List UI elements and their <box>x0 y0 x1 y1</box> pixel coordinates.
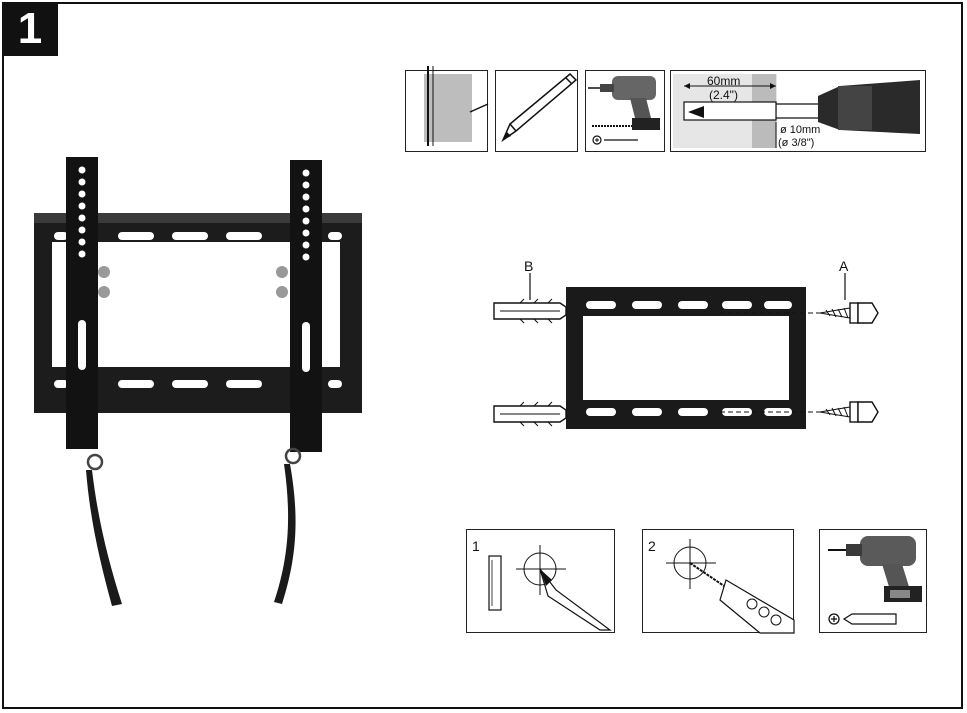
right-safety-strap <box>274 447 302 604</box>
drill-icon <box>588 76 660 145</box>
wall-plate-drawing <box>566 287 820 429</box>
step-1-number: 1 <box>472 538 480 554</box>
wall-anchor-top <box>493 298 567 324</box>
drill-depth-diagram: 60mm (2.4") ø 10mm (ø 3/8") <box>673 74 920 149</box>
right-tv-arm <box>276 160 322 452</box>
pencil-icon <box>501 72 578 143</box>
screw-label-a: A <box>839 258 849 274</box>
diameter-imperial-label: (ø 3/8") <box>778 137 814 149</box>
left-safety-strap <box>86 453 122 606</box>
anchor-label-b: B <box>524 258 533 274</box>
drilling-drawing <box>666 539 795 634</box>
step-2-number: 2 <box>648 538 656 554</box>
left-tv-arm <box>66 157 110 449</box>
diameter-metric-label: ø 10mm <box>780 124 820 136</box>
lag-screw-bottom <box>819 401 879 423</box>
power-drill-drawing <box>828 536 922 625</box>
depth-metric-label: 60mm <box>707 74 740 88</box>
wall-anchor-bottom <box>493 401 567 427</box>
depth-imperial-label: (2.4") <box>709 88 738 102</box>
lag-screw-top <box>819 302 879 324</box>
step-number-badge: 1 <box>2 2 58 56</box>
wall-icon <box>424 66 489 146</box>
marking-pencil-drawing <box>488 545 612 631</box>
